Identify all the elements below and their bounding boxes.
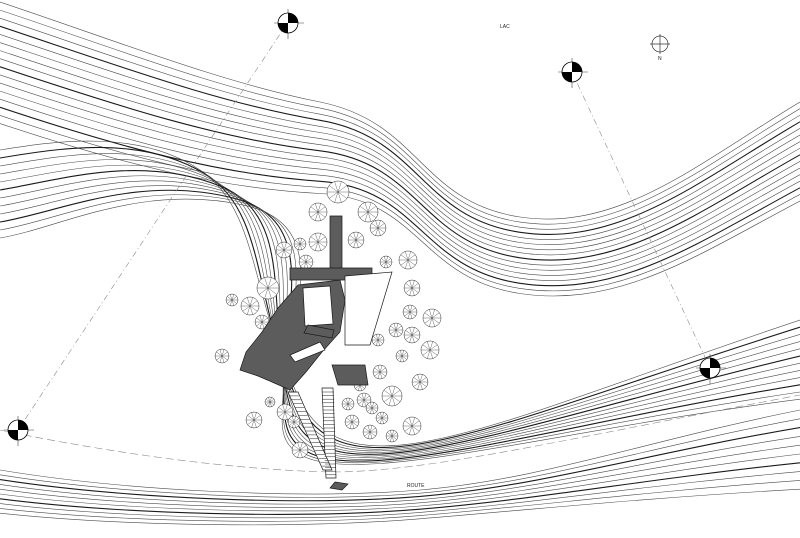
tree-icon xyxy=(240,296,260,316)
contour-line xyxy=(0,115,800,292)
tree-icon xyxy=(298,254,314,270)
contour-line xyxy=(0,25,800,235)
tree-icon xyxy=(291,441,309,459)
road-label: ROUTE xyxy=(407,483,425,489)
section-marker xyxy=(4,416,34,446)
contour-line xyxy=(0,488,800,526)
tree-icon xyxy=(287,415,301,429)
tree-icon xyxy=(347,231,365,249)
contour-line xyxy=(0,462,800,515)
contour-line xyxy=(0,9,800,225)
contour-line xyxy=(0,444,800,508)
contour-line xyxy=(0,66,800,261)
tree-icon xyxy=(381,385,403,407)
tree-icon xyxy=(422,308,442,328)
tree-icon xyxy=(371,333,385,347)
tree-icon xyxy=(398,250,418,270)
tree-icon xyxy=(341,397,355,411)
tree-icon xyxy=(403,326,421,344)
tree-icon xyxy=(326,180,350,204)
tree-icon xyxy=(420,340,440,360)
tree-icon xyxy=(402,304,418,320)
tree-icon xyxy=(308,202,328,222)
contour-line xyxy=(0,58,800,256)
contour-line xyxy=(0,98,800,281)
tree-icon xyxy=(254,314,270,330)
lake-label: LAC xyxy=(500,24,510,30)
contour-line xyxy=(0,409,800,495)
contour-line xyxy=(0,453,800,512)
contour-line xyxy=(0,42,800,245)
tree-icon xyxy=(395,349,409,363)
tree-icon xyxy=(245,411,263,429)
tree-icon xyxy=(375,411,389,425)
contour-line xyxy=(0,34,800,240)
tree-icon xyxy=(293,237,307,251)
tree-icon xyxy=(225,293,239,307)
tree-icon xyxy=(385,429,399,443)
contour-line xyxy=(0,90,800,276)
tree-icon xyxy=(214,348,230,364)
contour-line xyxy=(0,418,800,498)
contour-line xyxy=(0,74,800,266)
contour-line xyxy=(0,1,800,220)
tree-icon xyxy=(403,279,421,297)
contour-line xyxy=(0,123,800,297)
north-arrow-icon xyxy=(650,34,670,54)
tree-icon xyxy=(275,241,293,259)
stair-treads xyxy=(288,391,337,476)
tree-icon xyxy=(308,232,328,252)
section-marker xyxy=(274,9,304,39)
contour-line xyxy=(0,436,800,505)
trees xyxy=(214,180,442,459)
contour-line xyxy=(0,427,800,502)
section-marker xyxy=(696,354,726,384)
contour-line xyxy=(0,50,800,251)
tree-icon xyxy=(372,364,388,380)
tree-icon xyxy=(379,255,393,269)
tree-icon xyxy=(357,201,379,223)
contour-line xyxy=(0,82,800,271)
tree-icon xyxy=(356,392,372,408)
contour-line xyxy=(0,471,800,519)
tree-icon xyxy=(264,396,276,408)
tree-icon xyxy=(256,276,280,300)
contour-line xyxy=(0,17,800,230)
tree-icon xyxy=(344,414,360,430)
section-marker xyxy=(558,58,588,88)
tree-icon xyxy=(388,322,404,338)
section-axes xyxy=(17,21,711,431)
tree-icon xyxy=(402,416,422,436)
tree-icon xyxy=(362,424,378,440)
tree-icon xyxy=(411,373,429,391)
tree-icon xyxy=(276,403,294,421)
contour-line xyxy=(0,480,800,522)
tree-icon xyxy=(369,219,387,237)
road-centerline xyxy=(0,394,800,473)
tree-icon xyxy=(365,401,379,415)
north-label: N xyxy=(658,56,662,62)
